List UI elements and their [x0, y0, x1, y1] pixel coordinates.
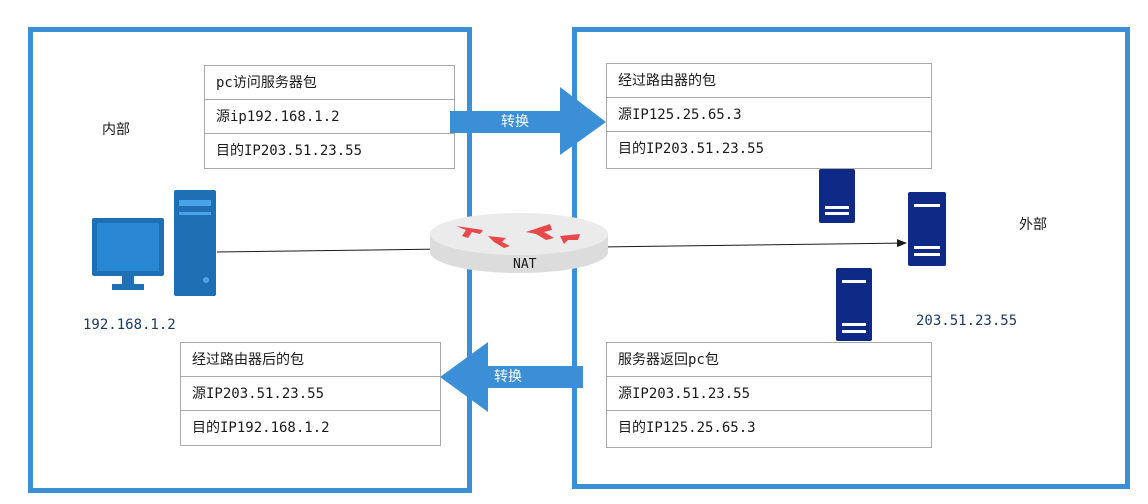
- packet-server-reply: 服务器返回pc包 源IP203.51.23.55 目的IP125.25.65.3: [606, 342, 932, 448]
- packet-source-ip: 源IP125.25.65.3: [607, 98, 931, 132]
- pc-computer-icon: [92, 190, 216, 296]
- packet-destination-ip: 目的IP203.51.23.55: [618, 141, 765, 157]
- packet-title: 经过路由器的包: [607, 64, 931, 98]
- backward-translation-arrow: 转换: [440, 342, 584, 412]
- packet-source-ip: 源IP203.51.23.55: [181, 377, 440, 411]
- packet-destination-ip: 目的IP125.25.65.3: [618, 420, 756, 436]
- packet-after-router-outbound: 经过路由器的包 源IP125.25.65.3 目的IP203.51.23.55: [606, 63, 932, 169]
- pc-ip-label: 192.168.1.2: [83, 317, 176, 333]
- packet-pc-to-server: pc访问服务器包 源ip192.168.1.2 目的IP203.51.23.55: [204, 65, 455, 169]
- packet-title: 经过路由器后的包: [181, 343, 440, 377]
- packet-source-ip: 源ip192.168.1.2: [205, 100, 454, 134]
- packet-destination-ip: 目的IP192.168.1.2: [192, 420, 330, 436]
- server-icon-bottom: [836, 268, 872, 341]
- packet-after-router-inbound: 经过路由器后的包 源IP203.51.23.55 目的IP192.168.1.2: [180, 342, 441, 446]
- internal-zone-label: 内部: [102, 122, 130, 138]
- packet-destination-ip: 目的IP203.51.23.55: [216, 143, 363, 159]
- forward-arrow-label: 转换: [501, 114, 529, 130]
- packet-source-ip: 源IP203.51.23.55: [607, 377, 931, 411]
- packet-title: 服务器返回pc包: [607, 343, 931, 377]
- packet-title: pc访问服务器包: [205, 66, 454, 100]
- server-ip-label: 203.51.23.55: [916, 313, 1018, 329]
- forward-translation-arrow: 转换: [450, 85, 608, 155]
- external-zone-label: 外部: [1019, 217, 1047, 233]
- server-icon-top: [819, 169, 855, 223]
- router-label: NAT: [513, 257, 537, 272]
- backward-arrow-label: 转换: [494, 369, 522, 385]
- server-icon-target: [908, 192, 946, 266]
- nat-router-icon: NAT: [430, 213, 608, 273]
